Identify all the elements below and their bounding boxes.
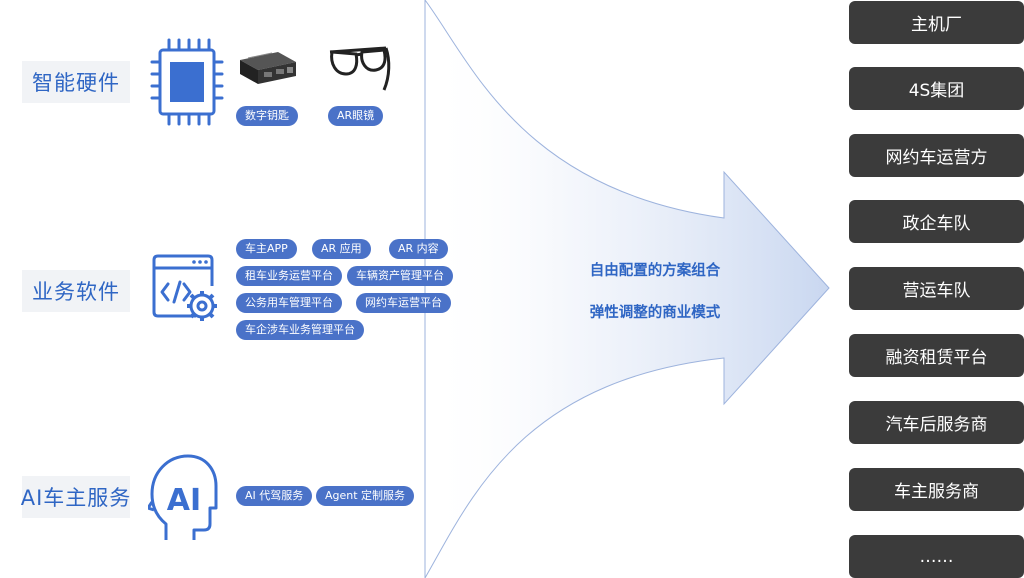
arrow-text-business-model: 弹性调整的商业模式 <box>589 305 721 321</box>
category-label-hardware: 智能硬件 <box>22 61 130 103</box>
ar-glasses-icon <box>329 46 391 91</box>
ai-head-icon: AI <box>148 454 218 540</box>
category-label-ai: AI车主服务 <box>21 476 130 518</box>
software-item-asset-platform: 车辆资产管理平台 <box>347 266 453 286</box>
software-item-oem-platform: 车企涉车业务管理平台 <box>236 320 364 340</box>
ai-item-chauffeur: AI 代驾服务 <box>236 486 313 506</box>
client-oem: 主机厂 <box>849 1 1024 44</box>
client-leasing-platform: 融资租赁平台 <box>849 334 1024 377</box>
client-ride-hailing: 网约车运营方 <box>849 134 1024 177</box>
client-aftermarket: 汽车后服务商 <box>849 401 1024 444</box>
hardware-item-ar-glasses: AR眼镜 <box>328 106 384 126</box>
client-gov-fleet: 政企车队 <box>849 200 1024 243</box>
svg-text:AI: AI <box>167 483 201 518</box>
software-item-official-car-platform: 公务用车管理平台 <box>236 293 342 313</box>
software-item-ride-hailing-platform: 网约车运营平台 <box>356 293 451 313</box>
hardware-item-digital-key: 数字钥匙 <box>236 106 298 126</box>
software-item-ar-content: AR 内容 <box>389 239 448 259</box>
client-commercial-fleet: 营运车队 <box>849 267 1024 310</box>
client-more: …… <box>849 535 1024 578</box>
software-item-ar-app: AR 应用 <box>312 239 371 259</box>
digital-key-device-icon <box>240 52 296 84</box>
client-4s-group: 4S集团 <box>849 67 1024 110</box>
code-settings-icon <box>152 254 217 321</box>
client-owner-service: 车主服务商 <box>849 468 1024 511</box>
category-label-software: 业务软件 <box>22 270 130 312</box>
arrow-text-flexible-combination: 自由配置的方案组合 <box>589 263 721 279</box>
ai-item-agent: Agent 定制服务 <box>316 486 415 506</box>
software-item-owner-app: 车主APP <box>236 239 297 259</box>
software-item-rental-platform: 租车业务运营平台 <box>236 266 342 286</box>
chip-icon <box>150 38 224 126</box>
